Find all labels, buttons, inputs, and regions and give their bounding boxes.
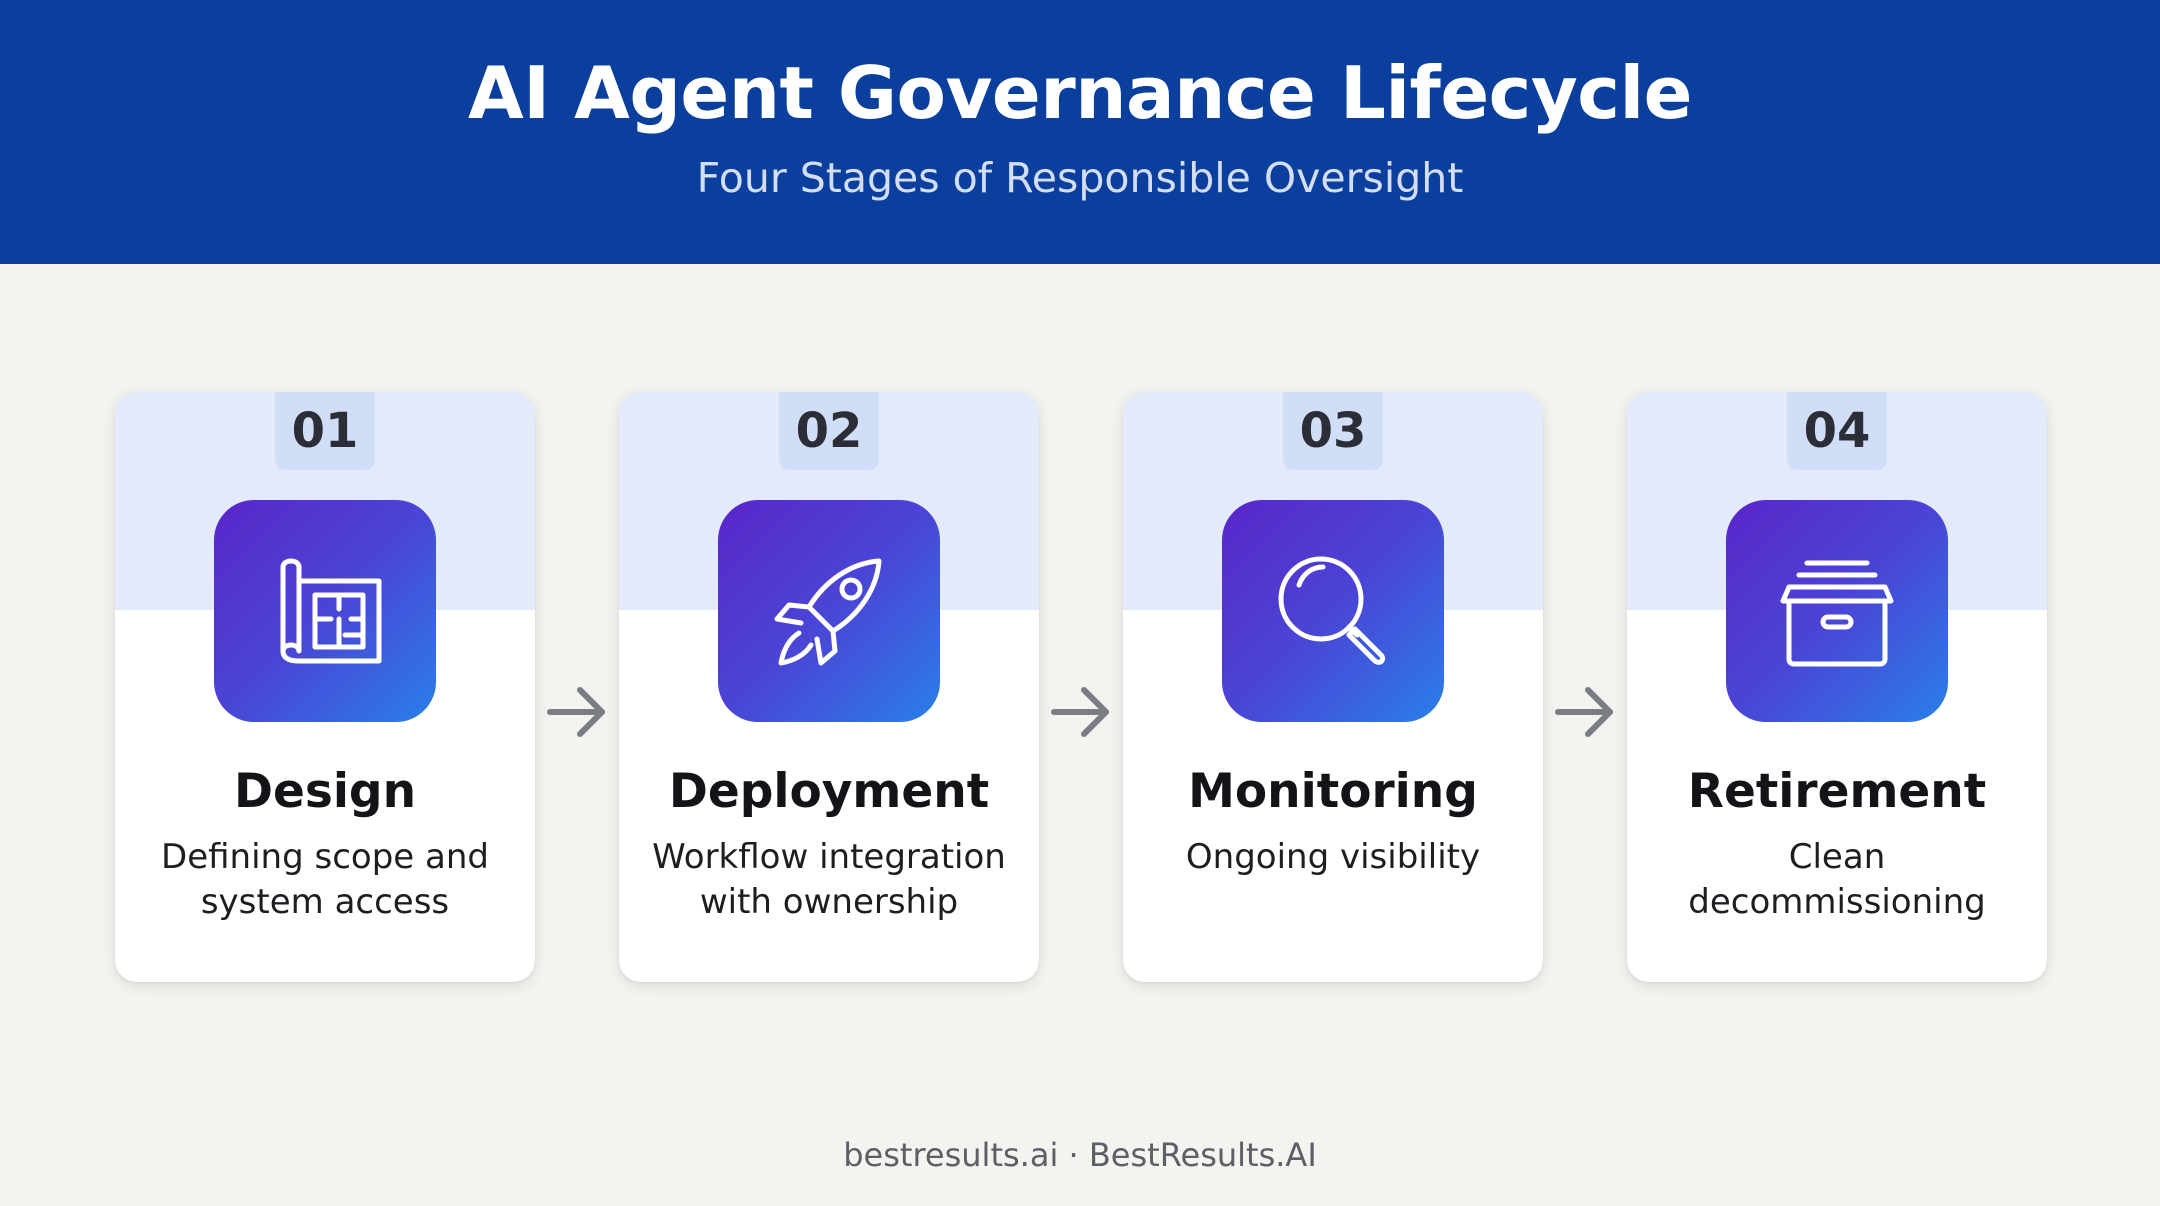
page-title: AI Agent Governance Lifecycle	[468, 51, 1692, 135]
stage-card-deployment: 02 Deployment Workflow integration with …	[619, 392, 1039, 982]
stage-title: Deployment	[668, 764, 990, 819]
stage-card-monitoring: 03 Monitoring Ongoing visibility	[1123, 392, 1543, 982]
header-banner: AI Agent Governance Lifecycle Four Stage…	[0, 0, 2160, 264]
arrow-right-icon	[1555, 687, 1613, 737]
stage-title: Monitoring	[1188, 764, 1478, 819]
stage-card-retirement: 04 Retirement Clean decommissioning	[1627, 392, 2047, 982]
step-number: 01	[275, 392, 375, 470]
stage-description: Defining scope and system access	[161, 837, 489, 922]
step-number: 03	[1283, 392, 1383, 470]
stage-title: Retirement	[1687, 764, 1987, 819]
step-number: 02	[779, 392, 879, 470]
stage-card-design: 01 Design Defining scope and system acce…	[115, 392, 535, 982]
icon-tile	[214, 500, 436, 722]
stage-title: Design	[233, 764, 417, 819]
stage-description: Clean decommissioning	[1688, 837, 1986, 922]
footer-credit: bestresults.ai · BestResults.AI	[843, 1136, 1317, 1174]
rocket-icon	[774, 558, 882, 666]
arrow-right-icon	[547, 687, 605, 737]
stage-description: Ongoing visibility	[1185, 837, 1481, 877]
page-subtitle: Four Stages of Responsible Oversight	[696, 154, 1464, 202]
step-number: 04	[1787, 392, 1887, 470]
magnifier-icon	[1278, 556, 1386, 665]
icon-tile	[1726, 500, 1948, 722]
stage-description: Workflow integration with ownership	[652, 837, 1006, 922]
arrow-right-icon	[1051, 687, 1109, 737]
icon-tile	[1222, 500, 1444, 722]
archive-box-icon	[1780, 560, 1894, 667]
icon-tile	[718, 500, 940, 722]
blueprint-icon	[280, 558, 382, 664]
